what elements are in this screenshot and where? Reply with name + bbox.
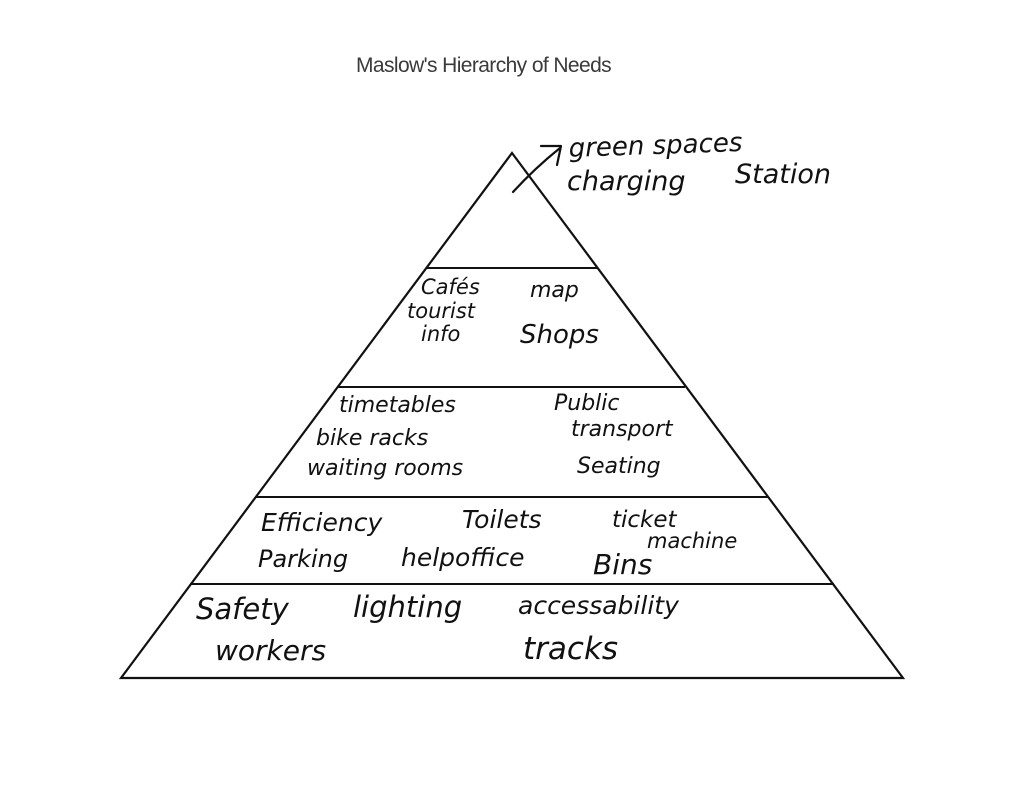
label-helpoffice: helpoffice <box>401 543 524 572</box>
label-station: Station <box>735 159 831 190</box>
label-ticket: ticket <box>612 507 678 533</box>
label-safety: Safety <box>196 592 290 626</box>
label-tourist: tourist <box>407 299 476 323</box>
label-info: info <box>421 322 460 346</box>
label-accessability: accessability <box>518 591 680 620</box>
label-green-spaces: green spaces <box>568 128 743 164</box>
label-machine: machine <box>647 529 737 553</box>
label-shops: Shops <box>520 320 599 350</box>
pyramid-outline <box>118 151 906 680</box>
label-parking: Parking <box>258 545 348 573</box>
label-tracks: tracks <box>523 631 618 667</box>
label-bike-racks: bike racks <box>316 426 428 451</box>
label-timetables: timetables <box>339 393 456 418</box>
label-transport: transport <box>571 417 674 442</box>
arrow-head-icon <box>539 144 563 167</box>
label-waiting-rooms: waiting rooms <box>307 456 463 481</box>
label-public: Public <box>554 391 620 416</box>
page-title: Maslow's Hierarchy of Needs <box>356 54 612 77</box>
label-bins: Bins <box>593 548 652 581</box>
label-efficiency: Efficiency <box>261 508 383 537</box>
label-cafes: Cafés <box>421 275 480 299</box>
label-lighting: lighting <box>353 590 462 624</box>
arrow-line <box>511 146 562 194</box>
label-map: map <box>530 278 579 303</box>
label-workers: workers <box>215 634 326 667</box>
label-charging: charging <box>567 166 686 197</box>
label-seating: Seating <box>577 454 661 479</box>
label-toilets: Toilets <box>462 505 542 534</box>
